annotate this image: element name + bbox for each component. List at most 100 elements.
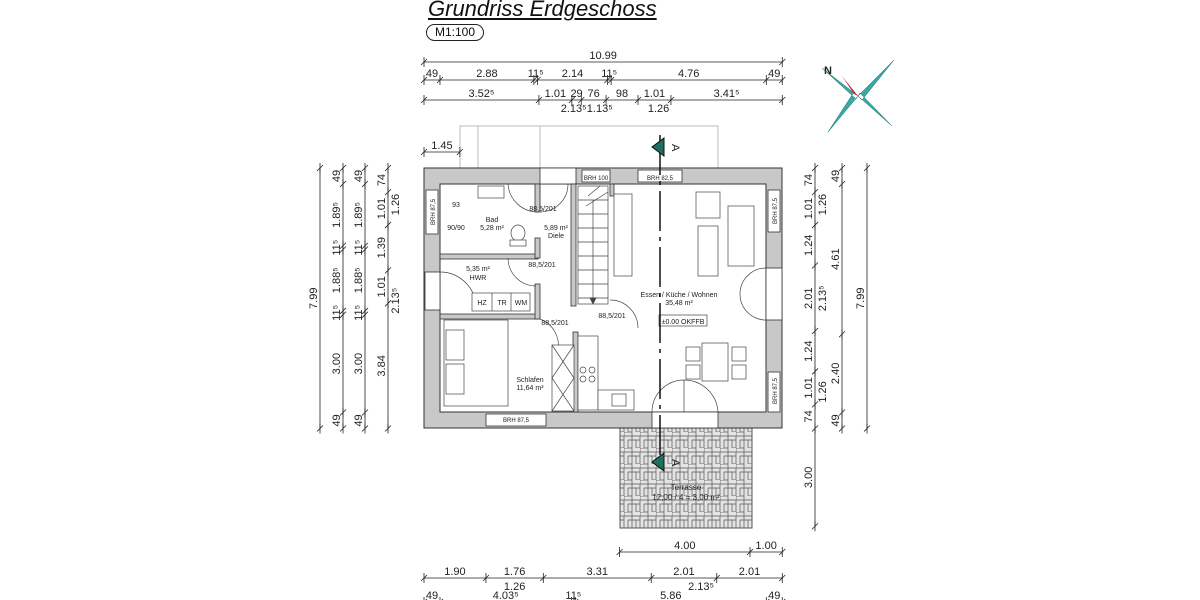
section-line-a: A A: [651, 135, 681, 472]
dimension-tick: [811, 260, 819, 271]
dimension-tick: [384, 220, 392, 231]
dimension-label: 49: [830, 414, 842, 426]
furniture: [443, 185, 755, 412]
level-label: ±0.00 OKFFB: [662, 319, 705, 326]
dimension-tick: [781, 597, 786, 600]
dimension-tick: [778, 547, 786, 557]
dimension-label: 3.31: [587, 566, 608, 578]
dimension-tick: [456, 147, 464, 157]
dimension-label: 1.90: [444, 566, 465, 578]
dimension-tick: [616, 547, 623, 557]
dimension-label: 4.03⁵: [493, 590, 519, 600]
dimension-tick: [439, 597, 444, 600]
dimension-tick: [765, 597, 770, 600]
dimension-tick: [811, 163, 819, 173]
dimension-tick: [811, 326, 819, 336]
room-area-hwr: 5,35 m²: [466, 266, 490, 273]
appliance-hz: HZ: [477, 300, 487, 307]
dimension-label: 11⁵: [331, 240, 343, 256]
dimension-tick: [838, 163, 846, 173]
door-label: 88,5/201: [529, 206, 556, 213]
dimension-tick: [361, 163, 369, 173]
dimension-tick: [339, 423, 347, 434]
dimension-tick: [811, 220, 819, 231]
section-label: A: [669, 459, 681, 467]
dimension-label: 2.01: [803, 288, 815, 309]
dimension-tick: [578, 95, 585, 105]
dimension-tick: [811, 399, 819, 410]
dimension-label: 49: [426, 590, 438, 600]
dining-table: [701, 342, 729, 382]
dimension-tick: [778, 57, 786, 67]
toilet: [510, 224, 526, 242]
dimension-label: 1.26: [817, 194, 829, 215]
dimension-label: 74: [376, 174, 388, 186]
staircase: [577, 185, 609, 305]
drawing-title: Grundriss Erdgeschoss: [428, 0, 657, 21]
dimension-label: 4.00: [674, 540, 695, 552]
window-label: BRH 100: [584, 176, 609, 182]
compass-north-icon: N: [821, 59, 895, 133]
window-label: BRH 87,5: [773, 197, 779, 224]
dimension-tick: [863, 423, 871, 434]
dimension-tick: [339, 407, 347, 418]
dimension-label: 49: [331, 170, 343, 182]
dimension-label: 76: [588, 88, 600, 100]
door-label: 88,5/201: [528, 262, 555, 269]
dimension-tick: [361, 407, 369, 418]
dimension-tick: [811, 187, 819, 198]
dimension-tick: [571, 597, 575, 600]
sofa: [727, 205, 755, 267]
dimension-label: 2.88: [476, 68, 497, 80]
dimension-tick: [811, 366, 819, 377]
dimension-tick: [811, 521, 819, 532]
dimension-label: 1.01: [545, 88, 566, 100]
dimension-label: 1.26: [390, 194, 402, 215]
dimension-tick: [316, 423, 324, 434]
dimension-label: 7.99: [855, 288, 867, 309]
dimension-label: 11⁵: [353, 240, 365, 256]
room-area-schlafen: 11,64 m²: [516, 385, 544, 392]
dimension-label: 1.88⁵: [353, 267, 365, 293]
dimension-tick: [602, 95, 610, 105]
dimension-label: 2.13⁵: [561, 103, 587, 115]
dimension-tick: [778, 75, 786, 85]
dimension-tick: [384, 298, 392, 309]
dimension-label: 49: [830, 170, 842, 182]
dimension-label: 2.01: [739, 566, 760, 578]
dimension-label: 1.01: [803, 198, 815, 219]
shower-label: 90/90: [447, 225, 465, 232]
dimension-tick: [436, 75, 444, 85]
wardrobe: [551, 344, 575, 412]
dimension-tick: [607, 75, 615, 85]
dimension-label: 11⁵: [331, 305, 343, 321]
scale-badge: M1:100: [426, 24, 485, 41]
appliance-tr: TR: [497, 300, 506, 307]
washbasin: [477, 185, 505, 199]
room-area-bad: 5,28 m²: [480, 225, 504, 232]
dimension-label: 1.01: [803, 377, 815, 398]
dimension-label: 3.84: [376, 355, 388, 376]
window-label: BRH 87,5: [503, 418, 530, 424]
dimension-tick: [423, 597, 428, 600]
dimension-label: 2.01: [673, 566, 694, 578]
dimension-label: 49: [768, 590, 780, 600]
coffee-table: [697, 225, 719, 277]
dimension-tick: [339, 163, 347, 173]
dimension-tick: [420, 75, 428, 85]
dimension-label: 2.14: [562, 68, 583, 80]
kitchen-counter: [577, 335, 599, 411]
dimension-label: 1.01: [376, 276, 388, 297]
dimension-label: 2.13⁵: [688, 581, 714, 593]
dimension-label: 1.89⁵: [331, 202, 343, 228]
armchair: [695, 191, 721, 219]
dimension-tick: [763, 75, 770, 85]
dimension-tick: [361, 178, 369, 189]
dimension-tick: [420, 573, 428, 583]
dimension-label: 49: [353, 170, 365, 182]
dimension-tick: [838, 329, 846, 340]
room-name-hwr: HWR: [470, 275, 487, 282]
dimension-tick: [420, 147, 428, 157]
dimension-label: 29: [570, 88, 582, 100]
